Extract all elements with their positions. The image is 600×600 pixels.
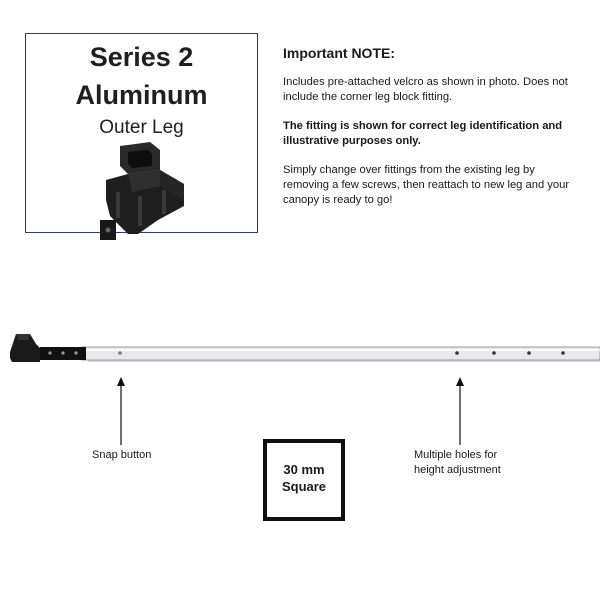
outer-leg-image [10,334,600,362]
holes-label: Multiple holes for height adjustment [414,448,501,478]
snap-button-label: Snap button [92,449,152,461]
corner-fitting-image [100,142,184,240]
note-heading: Important NOTE: [283,45,395,61]
note-paragraph-1: Includes pre-attached velcro as shown in… [283,76,568,103]
holes-arrow [456,377,464,445]
size-shape: Square [281,479,327,494]
title-material: Aluminum [75,80,208,110]
note-panel: Important NOTE: Includes pre-attached ve… [283,46,583,222]
title-series: Series 2 [89,42,194,72]
holes-label-line1: Multiple holes for [414,449,498,461]
size-box: 30 mm Square [263,439,345,521]
title-box: Series 2 Aluminum Outer Leg [25,33,258,240]
size-value: 30 mm [283,462,325,477]
note-paragraph-2: The fitting is shown for correct leg ide… [283,120,563,147]
holes-label-line2: height adjustment [414,464,501,476]
note-paragraph-3: Simply change over fittings from the exi… [283,164,570,206]
title-subtitle: Outer Leg [99,117,184,138]
snap-button-arrow [117,377,125,445]
